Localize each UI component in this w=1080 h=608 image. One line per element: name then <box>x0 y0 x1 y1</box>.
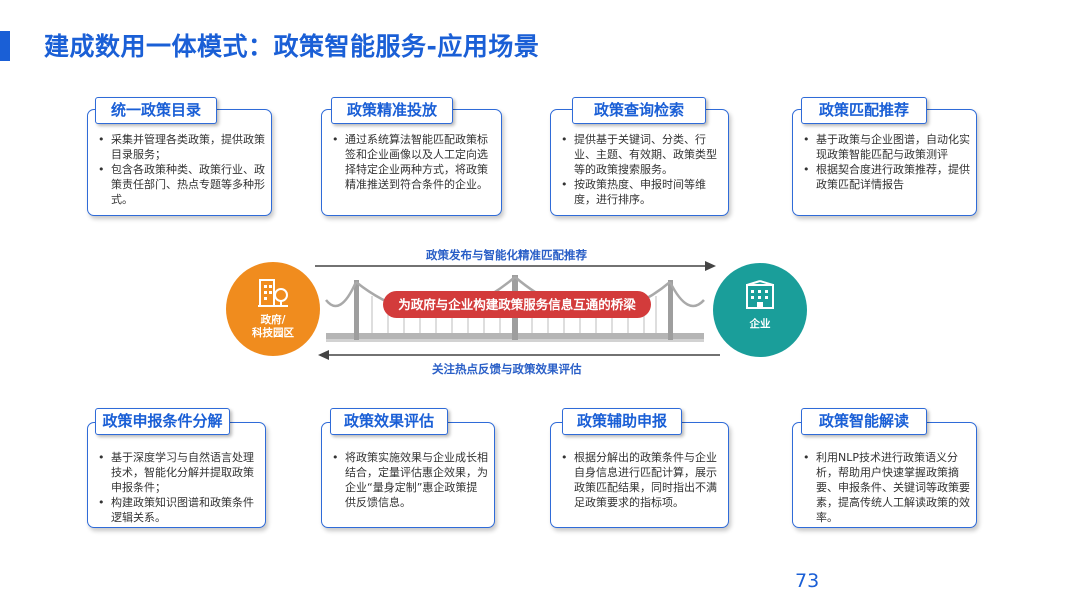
card-title: 政策匹配推荐 <box>801 97 927 124</box>
backward-arrow <box>318 350 720 360</box>
list-item: 将政策实施效果与企业成长相结合，定量评估惠企效果，为企业“量身定制”惠企政策提供… <box>330 450 488 510</box>
list-item: 基于深度学习与自然语言处理技术，智能化分解并提取政策申报条件； <box>96 450 259 495</box>
forward-arrow-label: 政策发布与智能化精准匹配推荐 <box>426 248 587 262</box>
list-item: 根据分解出的政策条件与企业自身信息进行匹配计算，展示政策匹配结果，同时指出不满足… <box>559 450 722 510</box>
card-assisted-application: 根据分解出的政策条件与企业自身信息进行匹配计算，展示政策匹配结果，同时指出不满足… <box>550 422 729 528</box>
card-condition-decomposition: 基于深度学习与自然语言处理技术，智能化分解并提取政策申报条件； 构建政策知识图谱… <box>87 422 266 528</box>
card-title: 政策申报条件分解 <box>95 408 230 435</box>
title-accent-bar <box>0 31 10 61</box>
government-node-label-2: 科技园区 <box>252 327 294 339</box>
bridge-banner: 为政府与企业构建政策服务信息互通的桥梁 <box>383 291 651 318</box>
enterprise-node-label: 企业 <box>749 318 771 330</box>
card-bullet-list: 提供基于关键词、分类、行业、主题、有效期、政策类型等的政策搜索服务。 按政策热度… <box>559 132 722 207</box>
page-number: 73 <box>795 570 820 592</box>
card-intelligent-interpretation: 利用NLP技术进行政策语义分析，帮助用户快速掌握政策摘要、申报条件、关键词等政策… <box>792 422 977 528</box>
enterprise-node: 企业 <box>713 263 807 357</box>
card-bullet-list: 采集并管理各类政策，提供政策目录服务； 包含各政策种类、政策行业、政策责任部门、… <box>96 132 265 207</box>
card-bullet-list: 将政策实施效果与企业成长相结合，定量评估惠企效果，为企业“量身定制”惠企政策提供… <box>330 450 488 510</box>
card-bullet-list: 通过系统算法智能匹配政策标签和企业画像以及人工定向选择特定企业两种方式，将政策精… <box>330 132 495 192</box>
list-item: 采集并管理各类政策，提供政策目录服务； <box>96 132 265 162</box>
government-node-label-1: 政府/ <box>260 314 286 326</box>
list-item: 根据契合度进行政策推荐，提供政策匹配详情报告 <box>801 162 970 192</box>
card-bullet-list: 基于深度学习与自然语言处理技术，智能化分解并提取政策申报条件； 构建政策知识图谱… <box>96 450 259 525</box>
card-title: 政策辅助申报 <box>562 408 682 435</box>
government-node: 政府/ 科技园区 <box>226 262 320 356</box>
list-item: 提供基于关键词、分类、行业、主题、有效期、政策类型等的政策搜索服务。 <box>559 132 722 177</box>
card-bullet-list: 基于政策与企业图谱，自动化实现政策智能匹配与政策测评 根据契合度进行政策推荐，提… <box>801 132 970 192</box>
card-title: 政策精准投放 <box>331 97 453 124</box>
card-query-search: 提供基于关键词、分类、行业、主题、有效期、政策类型等的政策搜索服务。 按政策热度… <box>550 109 729 216</box>
card-title: 统一政策目录 <box>95 97 217 124</box>
building-icon <box>258 279 288 307</box>
list-item: 包含各政策种类、政策行业、政策责任部门、热点专题等多种形式。 <box>96 162 265 207</box>
list-item: 基于政策与企业图谱，自动化实现政策智能匹配与政策测评 <box>801 132 970 162</box>
list-item: 利用NLP技术进行政策语义分析，帮助用户快速掌握政策摘要、申报条件、关键词等政策… <box>801 450 970 525</box>
card-precise-delivery: 通过系统算法智能匹配政策标签和企业画像以及人工定向选择特定企业两种方式，将政策精… <box>321 109 502 216</box>
page-title: 建成数用一体模式：政策智能服务-应用场景 <box>44 32 540 61</box>
backward-arrow-label: 关注热点反馈与政策效果评估 <box>432 362 582 376</box>
card-bullet-list: 根据分解出的政策条件与企业自身信息进行匹配计算，展示政策匹配结果，同时指出不满足… <box>559 450 722 510</box>
card-title: 政策查询检索 <box>572 97 706 124</box>
list-item: 按政策热度、申报时间等维度，进行排序。 <box>559 177 722 207</box>
card-match-recommend: 基于政策与企业图谱，自动化实现政策智能匹配与政策测评 根据契合度进行政策推荐，提… <box>792 109 977 216</box>
list-item: 构建政策知识图谱和政策条件逻辑关系。 <box>96 495 259 525</box>
card-bullet-list: 利用NLP技术进行政策语义分析，帮助用户快速掌握政策摘要、申报条件、关键词等政策… <box>801 450 970 525</box>
list-item: 通过系统算法智能匹配政策标签和企业画像以及人工定向选择特定企业两种方式，将政策精… <box>330 132 495 192</box>
card-title: 政策智能解读 <box>801 408 927 435</box>
enterprise-building-icon <box>746 280 774 309</box>
card-title: 政策效果评估 <box>330 408 448 435</box>
card-effect-evaluation: 将政策实施效果与企业成长相结合，定量评估惠企效果，为企业“量身定制”惠企政策提供… <box>321 422 495 528</box>
card-unified-policy-directory: 采集并管理各类政策，提供政策目录服务； 包含各政策种类、政策行业、政策责任部门、… <box>87 109 272 216</box>
